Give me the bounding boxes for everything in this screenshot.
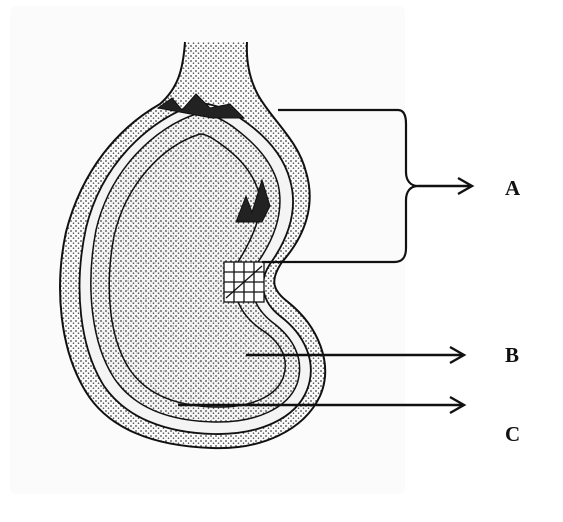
- label-b: B: [505, 345, 519, 366]
- label-a: A: [505, 178, 520, 199]
- label-c: C: [505, 424, 520, 445]
- vascular-bundle: [224, 262, 264, 302]
